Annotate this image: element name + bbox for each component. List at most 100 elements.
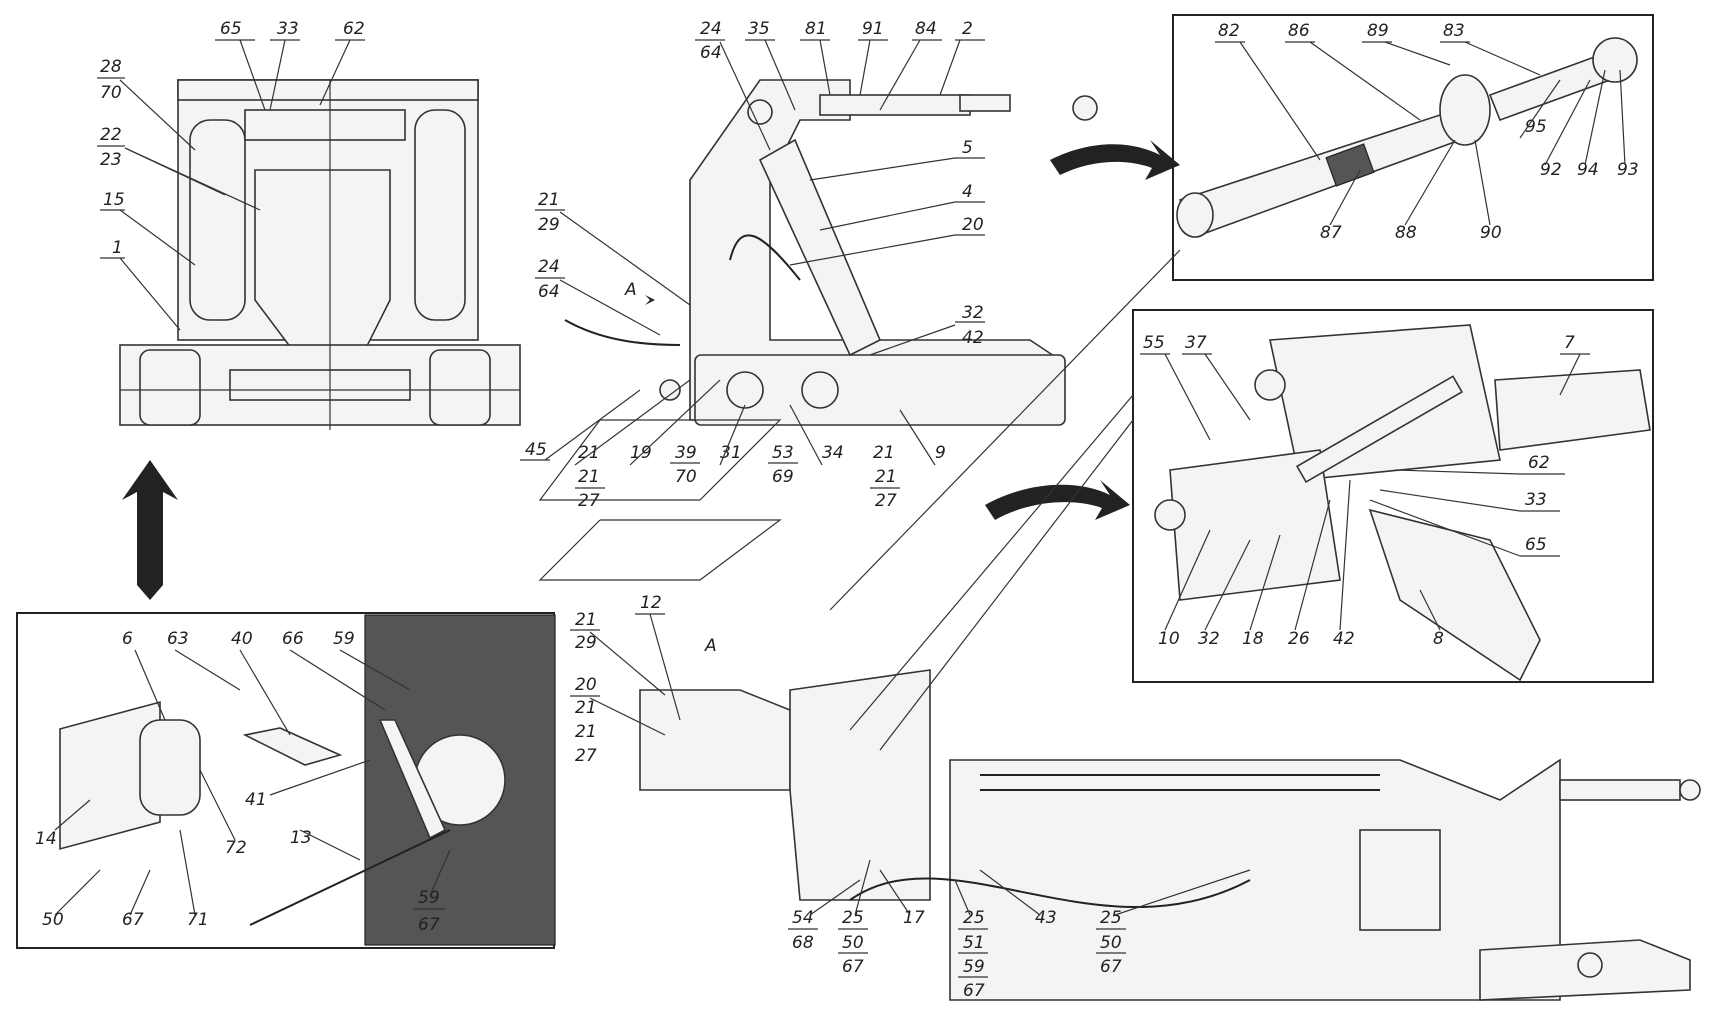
callout-59: 59 — [963, 957, 985, 977]
callout-59b: 59 — [418, 888, 440, 908]
callout-28: 28 — [100, 57, 122, 77]
callout-71: 71 — [187, 910, 209, 930]
callout-32: 32 — [962, 303, 984, 323]
callout-4: 4 — [962, 182, 973, 202]
callout-67b: 67 — [963, 981, 985, 1001]
callout-18: 18 — [1242, 629, 1264, 649]
curved-arrow-icon — [1050, 140, 1180, 180]
callout-9: 9 — [935, 443, 946, 463]
callout-14: 14 — [35, 829, 57, 849]
callout-22: 22 — [100, 125, 122, 145]
callout-21f: 21 — [578, 467, 600, 487]
top-left-callouts: 65 33 62 28 70 22 23 15 1 — [97, 19, 365, 331]
callout-43: 43 — [1035, 908, 1057, 928]
callout-1: 1 — [112, 238, 123, 258]
callout-25c: 25 — [1100, 908, 1122, 928]
side-view-assembly — [564, 79, 1098, 426]
callout-62: 62 — [1528, 453, 1550, 473]
curved-arrow-icon — [985, 480, 1130, 520]
callout-31: 31 — [720, 443, 742, 463]
callout-15: 15 — [103, 190, 125, 210]
callout-50b: 50 — [1100, 933, 1122, 953]
callout-65: 65 — [1525, 535, 1547, 555]
down-arrow-icon — [122, 460, 178, 600]
callout-27: 27 — [875, 491, 897, 511]
callout-68: 68 — [792, 933, 814, 953]
callout-88: 88 — [1395, 223, 1417, 243]
callout-39: 39 — [675, 443, 697, 463]
callout-93: 93 — [1617, 160, 1639, 180]
callout-90: 90 — [1480, 223, 1502, 243]
callout-87: 87 — [1320, 223, 1342, 243]
callout-17: 17 — [903, 908, 925, 928]
callout-25b: 25 — [963, 908, 985, 928]
callout-26: 26 — [1288, 629, 1310, 649]
callout-63: 63 — [167, 629, 189, 649]
callout-83: 83 — [1443, 21, 1465, 41]
detail-top-right-callouts: 82 86 89 83 95 92 94 93 87 88 90 — [1215, 21, 1639, 243]
callout-54: 54 — [792, 908, 814, 928]
callout-53: 53 — [772, 443, 794, 463]
callout-92: 92 — [1540, 160, 1562, 180]
callout-33: 33 — [277, 19, 299, 39]
callout-65: 65 — [220, 19, 242, 39]
callout-91: 91 — [862, 19, 884, 39]
callout-64: 64 — [700, 43, 722, 63]
callout-21c: 21 — [578, 443, 600, 463]
detail-box-cylinder — [1172, 14, 1654, 281]
callout-6: 6 — [122, 629, 133, 649]
callout-86: 86 — [1288, 21, 1310, 41]
leader-lines — [538, 249, 1181, 751]
callout-21e: 21 — [875, 467, 897, 487]
callout-42: 42 — [1333, 629, 1355, 649]
callout-67b: 67 — [418, 915, 440, 935]
callout-94: 94 — [1577, 160, 1599, 180]
callout-33: 33 — [1525, 490, 1547, 510]
callout-21c: 21 — [575, 722, 597, 742]
callout-45: 45 — [525, 440, 547, 460]
callout-29: 29 — [538, 215, 560, 235]
callout-12: 12 — [640, 593, 662, 613]
callout-64b: 64 — [538, 282, 560, 302]
callout-34: 34 — [822, 443, 844, 463]
callout-25a: 25 — [842, 908, 864, 928]
callout-21b: 21 — [575, 698, 597, 718]
callout-24: 24 — [700, 19, 722, 39]
callout-82: 82 — [1218, 21, 1240, 41]
callout-69: 69 — [772, 467, 794, 487]
bracket-detail — [59, 614, 556, 946]
callout-7: 7 — [1564, 333, 1575, 353]
callout-21: 21 — [575, 610, 597, 630]
callout-50: 50 — [42, 910, 64, 930]
callout-20: 20 — [962, 215, 984, 235]
detail-bottom-left-callouts: 6 63 40 66 59 14 72 41 13 50 67 71 59 67 — [35, 629, 451, 935]
callout-35: 35 — [748, 19, 770, 39]
callout-62: 62 — [343, 19, 365, 39]
callout-70b: 70 — [675, 467, 697, 487]
callout-55: 55 — [1143, 333, 1165, 353]
callout-2: 2 — [962, 19, 973, 39]
cylinder-detail — [1176, 37, 1638, 238]
callout-50a: 50 — [842, 933, 864, 953]
detail-mid-right-callouts: 55 37 7 62 33 65 10 32 18 26 42 8 — [1140, 333, 1590, 649]
callout-81: 81 — [805, 19, 827, 39]
tractor-side-assembly — [639, 669, 1701, 1001]
bottom-center-callouts: 21 29 12 20 21 21 27 54 68 25 50 67 17 2… — [570, 593, 1251, 1001]
callout-32: 32 — [1198, 629, 1220, 649]
callout-42: 42 — [962, 328, 984, 348]
callout-59a: 59 — [333, 629, 355, 649]
view-marker-a2: А — [704, 636, 717, 656]
callout-19: 19 — [630, 443, 652, 463]
callout-29: 29 — [575, 633, 597, 653]
callout-21d: 21 — [873, 443, 895, 463]
callout-8: 8 — [1433, 629, 1444, 649]
callout-89: 89 — [1367, 21, 1389, 41]
callout-41: 41 — [245, 790, 267, 810]
callout-67a: 67 — [122, 910, 144, 930]
callout-27: 27 — [575, 746, 597, 766]
callout-84: 84 — [915, 19, 937, 39]
callout-23: 23 — [100, 150, 122, 170]
callout-27b: 27 — [578, 491, 600, 511]
callout-40: 40 — [231, 629, 253, 649]
